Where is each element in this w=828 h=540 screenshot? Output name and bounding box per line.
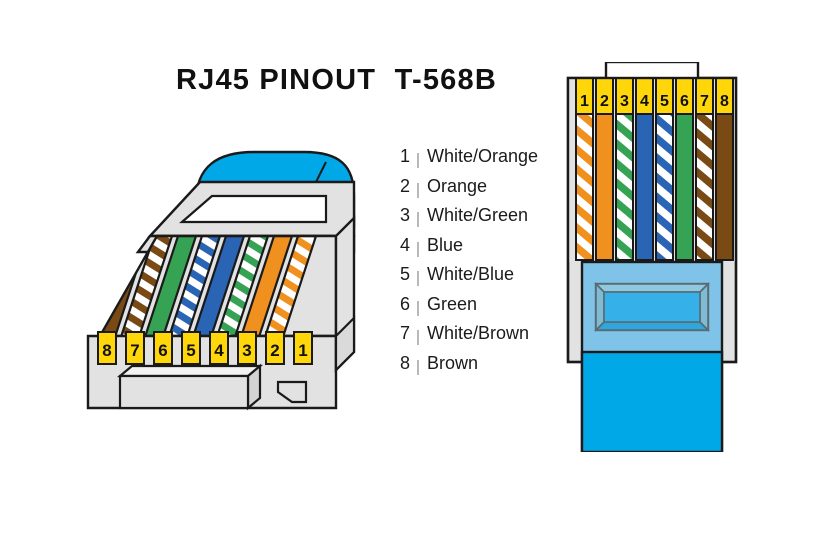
legend-pin-number: 4 xyxy=(400,234,411,255)
list-item: 4 Blue xyxy=(400,235,580,265)
wire-green xyxy=(142,236,198,336)
legend-wire-label: Orange xyxy=(427,175,488,196)
left-pin-number-1: 1 xyxy=(298,341,307,360)
left-latch-block xyxy=(116,363,264,411)
left-pin-number-7: 7 xyxy=(130,341,139,360)
list-item: 6 Green xyxy=(400,294,580,324)
legend-separator xyxy=(417,271,419,287)
right-pin-number-4: 4 xyxy=(640,93,649,110)
list-item: 3 White/Green xyxy=(400,205,580,235)
left-pin-number-8: 8 xyxy=(102,341,111,360)
right-connector-illustration: 1 2 3 4 5 6 7 xyxy=(566,62,738,452)
list-item: 8 Brown xyxy=(400,353,580,383)
left-pin-number-5: 5 xyxy=(186,341,195,360)
legend-wire-label: White/Green xyxy=(427,205,529,225)
legend-wire-label: Blue xyxy=(427,234,464,255)
left-pin-number-3: 3 xyxy=(242,341,251,360)
right-pin-number-8: 8 xyxy=(720,93,729,110)
list-item: 5 White/Blue xyxy=(400,264,580,294)
list-item: 1 White/Orange xyxy=(400,146,580,176)
wire-white-brown xyxy=(118,236,174,336)
legend-pin-number: 1 xyxy=(400,146,411,166)
right-boot xyxy=(580,260,724,364)
left-connector-illustration: 8 7 6 5 4 3 2 1 xyxy=(86,150,356,411)
legend-separator xyxy=(417,182,419,198)
legend-pin-number: 6 xyxy=(400,293,411,314)
list-item: 2 Orange xyxy=(400,176,580,206)
wire-orange xyxy=(238,236,294,336)
list-item: 7 White/Brown xyxy=(400,323,580,353)
right-pin-number-5: 5 xyxy=(660,93,669,110)
legend-separator xyxy=(417,212,419,228)
wire-white-green xyxy=(214,236,270,336)
legend-wire-label: Green xyxy=(427,293,478,314)
wire-blue xyxy=(190,236,246,336)
right-pin-number-2: 2 xyxy=(600,93,609,110)
right-pin-number-3: 3 xyxy=(620,93,629,110)
legend-pin-number: 8 xyxy=(400,352,411,373)
wire-white-blue xyxy=(166,236,222,336)
wire-white-orange xyxy=(262,236,318,336)
legend-separator xyxy=(417,153,419,169)
legend-wire-label: White/Blue xyxy=(427,264,515,284)
legend-separator xyxy=(417,330,419,346)
left-side-face xyxy=(276,215,356,404)
legend-wire-label: White/Orange xyxy=(427,146,539,166)
left-wire-field xyxy=(100,236,336,336)
left-pin-number-4: 4 xyxy=(214,341,224,360)
right-cable-jacket-outline xyxy=(580,350,724,452)
left-front-face: 8 7 6 5 4 3 2 1 xyxy=(86,331,338,411)
legend-wire-label: Brown xyxy=(427,352,479,373)
left-pin-row: 8 7 6 5 4 3 2 1 xyxy=(97,331,313,365)
legend-pin-number: 2 xyxy=(400,175,411,196)
legend-pin-number: 7 xyxy=(400,323,411,343)
pinout-legend: 1 White/Orange 2 Orange 3 White/Green 4 … xyxy=(400,146,580,382)
legend-separator xyxy=(417,300,419,316)
right-pin-number-1: 1 xyxy=(580,93,589,110)
legend-separator xyxy=(417,359,419,375)
left-pin-number-2: 2 xyxy=(270,341,279,360)
right-pin-number-6: 6 xyxy=(680,93,689,110)
right-pin-number-7: 7 xyxy=(700,93,709,110)
legend-separator xyxy=(417,241,419,257)
left-pin-number-6: 6 xyxy=(158,341,167,360)
legend-pin-number: 3 xyxy=(400,205,411,225)
right-pin-columns-full: 1 2 3 4 5 6 7 xyxy=(568,77,736,262)
legend-wire-label: White/Brown xyxy=(427,323,530,343)
page-title: RJ45 PINOUT T-568B xyxy=(176,64,497,96)
legend-pin-number: 5 xyxy=(400,264,411,284)
